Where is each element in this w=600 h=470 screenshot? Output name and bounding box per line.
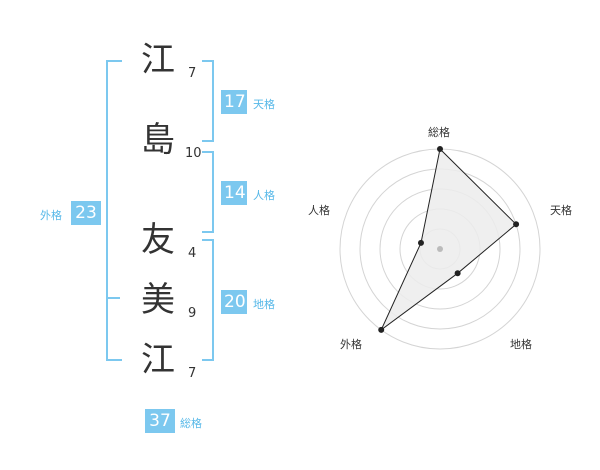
radar-axis-label-2: 天格	[550, 204, 572, 217]
chikaku-bracket	[202, 239, 214, 361]
stroke-count-3: 4	[188, 246, 197, 261]
name-char-5: 江	[141, 340, 175, 380]
gaikaku-bracket-mid	[106, 297, 120, 299]
radar-point-3	[454, 270, 461, 277]
radar-axis-label-4: 外格	[340, 338, 362, 351]
radar-point-1	[437, 146, 443, 152]
gaikaku-badge: 23	[71, 201, 101, 225]
radar-axis-label-1: 総格	[428, 126, 450, 139]
name-char-2: 島	[141, 120, 175, 160]
gaikaku-label: 外格	[40, 209, 62, 222]
soukaku-badge: 37	[145, 409, 175, 433]
radar-axis-label-5: 人格	[308, 204, 330, 217]
stroke-count-1: 7	[188, 66, 197, 81]
name-char-4: 美	[141, 280, 175, 320]
radar-axis-label-3: 地格	[510, 338, 532, 351]
stroke-count-4: 9	[188, 306, 197, 321]
tenkaku-bracket	[202, 60, 214, 142]
name-char-1: 江	[141, 40, 175, 80]
radar-point-4	[378, 326, 385, 333]
stroke-count-2: 10	[185, 146, 202, 161]
tenkaku-badge: 17	[221, 90, 247, 114]
tenkaku-label: 天格	[253, 98, 275, 111]
soukaku-label: 総格	[180, 417, 202, 430]
name-char-3: 友	[141, 220, 175, 260]
radar-point-2	[513, 221, 520, 228]
radar-area	[380, 147, 517, 331]
jinkaku-badge: 14	[221, 181, 247, 205]
jinkaku-label: 人格	[253, 189, 275, 202]
gaikaku-bracket	[106, 60, 122, 361]
chikaku-label: 地格	[253, 298, 275, 311]
radar-center-dot	[437, 246, 443, 252]
radar-point-5	[417, 239, 424, 246]
chikaku-badge: 20	[221, 290, 247, 314]
jinkaku-bracket	[202, 151, 214, 233]
stroke-count-5: 7	[188, 366, 197, 381]
